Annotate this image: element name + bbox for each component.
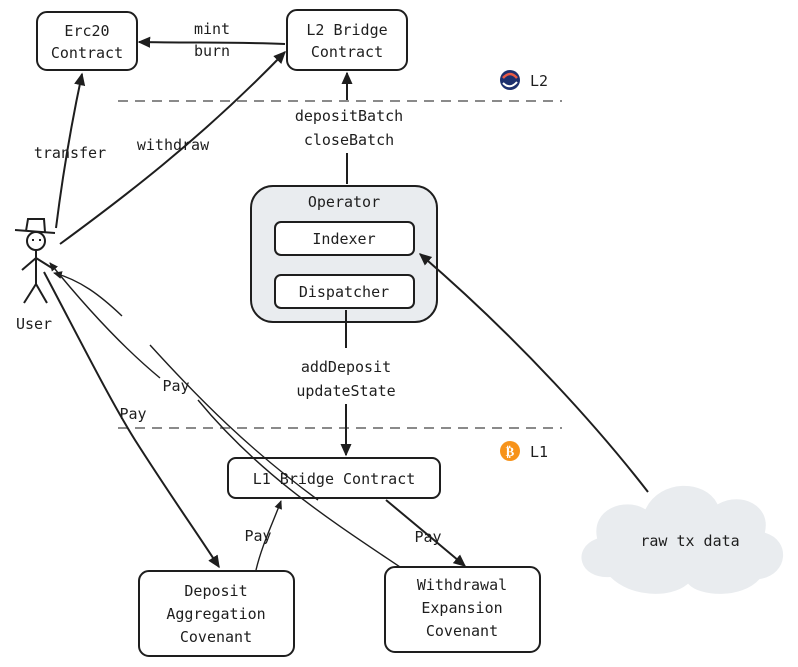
l2-network-logo-icon xyxy=(500,70,520,90)
deposit-cov-line3: Covenant xyxy=(180,628,252,646)
l2-bridge-contract-node[interactable]: L2 Bridge Contract xyxy=(286,9,408,71)
user-to-erc20-edge xyxy=(55,72,86,229)
withdrawal-cov-line3: Covenant xyxy=(426,622,498,640)
stick-figure-with-hat-icon xyxy=(14,218,56,304)
l1-to-withdrawal-cov-edge xyxy=(385,499,467,567)
mint-burn-edge xyxy=(137,36,286,48)
deposit-cov-line2: Aggregation xyxy=(166,605,265,623)
l1-bridge-label: L1 Bridge Contract xyxy=(253,470,416,488)
close-batch-label: closeBatch xyxy=(304,131,394,149)
pay-withdrawal-label: Pay xyxy=(414,528,441,546)
l1-label: L1 xyxy=(530,443,548,461)
user-label: User xyxy=(16,315,52,333)
indexer-label: Indexer xyxy=(312,230,375,248)
l2-bridge-subtitle: Contract xyxy=(311,43,383,61)
bitcoin-logo-icon: ₿ xyxy=(500,441,520,461)
withdrawal-expansion-covenant-node[interactable]: Withdrawal Expansion Covenant xyxy=(384,566,541,653)
l1-bridge-contract-node[interactable]: L1 Bridge Contract xyxy=(227,457,441,499)
l2-bridge-title: L2 Bridge xyxy=(306,21,387,39)
user-to-l2-bridge-edge xyxy=(59,50,286,245)
transfer-label: transfer xyxy=(34,144,106,162)
raw-tx-data-label: raw tx data xyxy=(640,532,739,550)
withdrawal-cov-line1: Withdrawal xyxy=(417,576,507,594)
deposit-cov-to-l1-edge xyxy=(255,500,282,571)
deposit-aggregation-covenant-node[interactable]: Deposit Aggregation Covenant xyxy=(138,570,295,657)
withdraw-label: withdraw xyxy=(137,136,210,154)
mint-label: mint xyxy=(194,20,230,38)
raw-tx-to-indexer-edge xyxy=(418,253,649,493)
burn-label: burn xyxy=(194,42,230,60)
add-deposit-label: addDeposit xyxy=(301,358,391,376)
pay-deposit-label: Pay xyxy=(244,527,271,545)
deposit-cov-line1: Deposit xyxy=(184,582,247,600)
operator-title: Operator xyxy=(308,193,380,211)
dispatcher-label: Dispatcher xyxy=(299,283,389,301)
pay-user-upper-label: Pay xyxy=(162,377,189,395)
update-state-label: updateState xyxy=(296,382,395,400)
user-to-deposit-cov-edge xyxy=(43,271,220,569)
erc20-title: Erc20 xyxy=(64,22,109,40)
l2-label: L2 xyxy=(530,72,548,90)
erc20-contract-node[interactable]: Erc20 Contract xyxy=(36,11,138,71)
l1-to-user-edge xyxy=(54,273,319,501)
dispatcher-node[interactable]: Dispatcher xyxy=(274,274,415,309)
indexer-node[interactable]: Indexer xyxy=(274,221,415,256)
pay-user-lower-label: Pay xyxy=(119,405,146,423)
svg-text:₿: ₿ xyxy=(506,445,515,460)
raw-tx-data-cloud[interactable]: raw tx data xyxy=(579,483,785,596)
erc20-subtitle: Contract xyxy=(51,44,123,62)
withdrawal-cov-line2: Expansion xyxy=(421,599,502,617)
deposit-batch-label: depositBatch xyxy=(295,107,403,125)
